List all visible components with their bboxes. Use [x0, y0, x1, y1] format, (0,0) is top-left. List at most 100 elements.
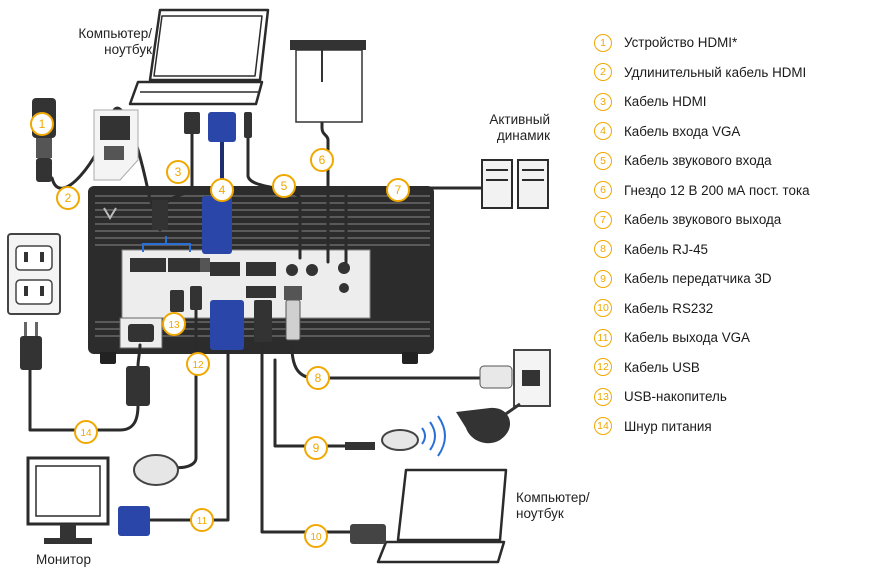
label-line: ноутбук — [104, 42, 152, 57]
vga-out-plug — [210, 300, 244, 350]
legend-label: Кабель передатчика 3D — [624, 271, 772, 287]
label-computer-top: Компьютер/ ноутбук — [42, 26, 152, 58]
callout-number: 9 — [313, 441, 320, 455]
legend-label: Устройство HDMI* — [624, 35, 738, 51]
callout-circle — [74, 420, 98, 444]
callout-circle — [186, 352, 210, 376]
callout-13: 13 — [162, 312, 186, 336]
legend-item: 1 Устройство HDMI* — [594, 28, 890, 58]
callout-9: 9 — [304, 436, 328, 460]
callout-circle — [166, 160, 190, 184]
usb-stick — [170, 290, 184, 312]
callout-circle — [272, 174, 296, 198]
callout-number: 3 — [175, 165, 182, 179]
label-line: ноутбук — [516, 506, 564, 521]
callout-circle — [190, 508, 214, 532]
callout-8: 8 — [306, 366, 330, 390]
callout-12: 12 — [186, 352, 210, 376]
callout-number: 6 — [319, 153, 326, 167]
legend-number: 13 — [594, 387, 612, 406]
callout-circle — [56, 186, 80, 210]
callout-4: 4 — [210, 178, 234, 202]
rs232-plug — [254, 300, 272, 342]
callout-3: 3 — [166, 160, 190, 184]
label-speaker: Активный динамик — [440, 112, 550, 144]
callout-number: 12 — [192, 360, 204, 371]
callout-7: 7 — [386, 178, 410, 202]
callout-circle — [310, 148, 334, 172]
label-line: Активный — [489, 112, 550, 127]
legend-label: Кабель звукового входа — [624, 153, 772, 169]
callout-circle — [306, 366, 330, 390]
3d-glasses — [456, 402, 521, 444]
legend-number: 10 — [594, 299, 612, 318]
hdmi-connector — [184, 112, 200, 134]
legend-number: 1 — [594, 33, 612, 52]
callout-circle — [386, 178, 410, 202]
callout-circle — [304, 524, 328, 548]
hdmi-device — [32, 98, 56, 182]
callout-circle — [210, 178, 234, 202]
callout-circle — [30, 112, 54, 136]
legend-label: Кабель HDMI — [624, 94, 707, 110]
3d-emitter — [345, 415, 446, 457]
legend-number: 14 — [594, 417, 612, 436]
legend-number: 12 — [594, 358, 612, 377]
audio-plug — [244, 112, 252, 138]
legend-number: 3 — [594, 92, 612, 111]
legend-number: 9 — [594, 269, 612, 288]
legend-number: 6 — [594, 181, 612, 200]
callout-circle — [304, 436, 328, 460]
callout-number: 11 — [197, 516, 208, 527]
laptop-top — [128, 8, 270, 106]
label-line: Компьютер/ — [78, 26, 152, 41]
power-plug — [20, 322, 42, 370]
legend-label: Кабель USB — [624, 359, 700, 375]
legend-item: 4 Кабель входа VGA — [594, 117, 890, 147]
legend-label: Кабель звукового выхода — [624, 212, 782, 228]
callout-5: 5 — [272, 174, 296, 198]
callout-number: 8 — [315, 371, 322, 385]
mouse — [133, 454, 179, 486]
label-line: динамик — [496, 128, 550, 143]
legend-number: 4 — [594, 122, 612, 141]
callout-number: 4 — [219, 183, 226, 197]
legend-item: 12 Кабель USB — [594, 353, 890, 383]
callout-1: 1 — [30, 112, 54, 136]
legend-number: 11 — [594, 328, 612, 347]
rj45-wall-jack — [479, 349, 551, 407]
monitor — [26, 456, 150, 544]
callout-10: 10 — [304, 524, 328, 548]
legend-label: Шнур питания — [624, 418, 712, 434]
legend-item: 14 Шнур питания — [594, 412, 890, 442]
legend-number: 8 — [594, 240, 612, 259]
callout-circle — [162, 312, 186, 336]
legend-number: 2 — [594, 63, 612, 82]
projection-screen — [290, 40, 366, 123]
legend-item: 7 Кабель звукового выхода — [594, 205, 890, 235]
callout-number: 7 — [395, 183, 402, 197]
legend-label: Кабель RS232 — [624, 300, 714, 316]
legend-label: Кабель входа VGA — [624, 123, 741, 139]
callout-2: 2 — [56, 186, 80, 210]
vga-connector — [208, 112, 236, 142]
legend-item: 3 Кабель HDMI — [594, 87, 890, 117]
legend-number: 7 — [594, 210, 612, 229]
hdmi-inset — [93, 109, 139, 220]
label-monitor: Монитор — [36, 552, 91, 567]
wall-outlet — [7, 233, 61, 315]
callout-number: 14 — [80, 428, 92, 439]
callout-6: 6 — [310, 148, 334, 172]
active-speakers — [481, 159, 549, 209]
callout-number: 2 — [65, 191, 72, 205]
vga-in-plug — [202, 196, 232, 254]
callout-number: 10 — [310, 532, 322, 543]
